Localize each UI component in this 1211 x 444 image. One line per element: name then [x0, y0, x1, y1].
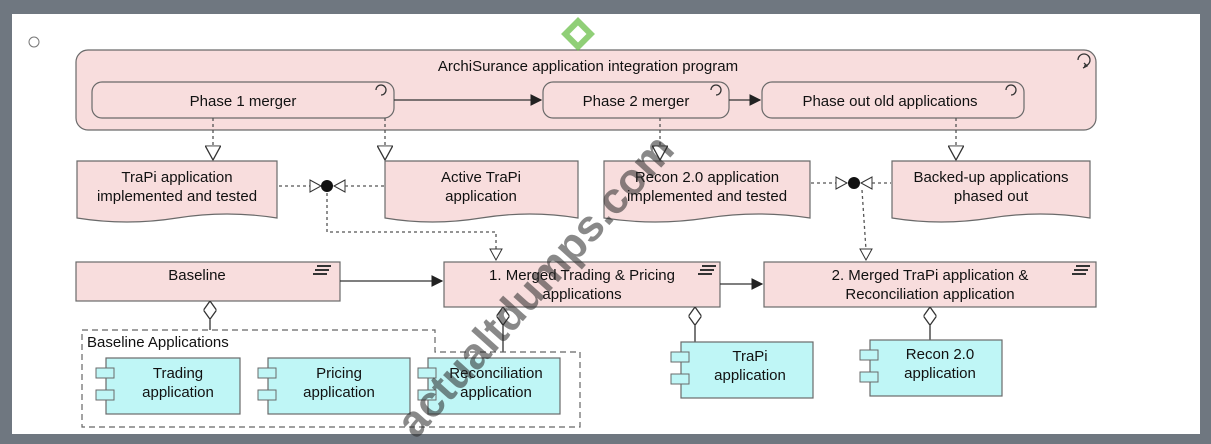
- component-icon: [417, 367, 437, 379]
- plateau-label: 2. Merged TraPi application &: [832, 267, 1029, 284]
- and-junction-2: [811, 176, 891, 262]
- program-title: ArchiSurance application integration pro…: [438, 58, 738, 75]
- app-recon: Recon 2.0 application: [859, 339, 1003, 397]
- plateau-label: Baseline: [168, 267, 226, 284]
- watermark-logo: [561, 17, 595, 51]
- phase1-label: Phase 1 merger: [190, 93, 297, 110]
- process-loop-icon: [1005, 84, 1017, 96]
- app-label: application: [303, 384, 375, 401]
- app-label: application: [714, 367, 786, 384]
- app-pricing: Pricing application: [257, 357, 411, 415]
- component-icon: [95, 367, 115, 379]
- plateau-icon: [313, 265, 331, 275]
- plateau-label: applications: [542, 286, 621, 303]
- deliverable-line: application: [445, 188, 517, 205]
- app-label: Recon 2.0: [906, 346, 974, 363]
- deliverable-active-trapi: Active TraPi application: [384, 160, 579, 223]
- phase3-box: Phase out old applications: [761, 81, 1025, 119]
- phase1-box: Phase 1 merger: [91, 81, 395, 119]
- process-loop-icon: [375, 84, 387, 96]
- window-circle-icon: [28, 36, 40, 48]
- baseline-applications-group: Baseline Applications: [81, 329, 581, 428]
- plateau-baseline: Baseline: [75, 261, 341, 302]
- deliverable-line: Active TraPi: [441, 169, 521, 186]
- component-icon: [670, 351, 690, 363]
- app-label: application: [142, 384, 214, 401]
- deliverable-backed-up-phased-out: Backed-up applications phased out: [891, 160, 1091, 223]
- deliverable-line: implemented and tested: [627, 188, 787, 205]
- deliverable-line: implemented and tested: [97, 188, 257, 205]
- app-reconciliation: Reconciliation application: [417, 357, 561, 415]
- app-label: application: [904, 365, 976, 382]
- deliverable-line: TraPi application: [121, 169, 232, 186]
- app-label: Pricing: [316, 365, 362, 382]
- plateau-label: 1. Merged Trading & Pricing: [489, 267, 675, 284]
- phase3-label: Phase out old applications: [802, 93, 977, 110]
- plateau-icon: [1072, 265, 1090, 275]
- app-trapi: TraPi application: [670, 341, 814, 399]
- plateau-merged-trading-pricing: 1. Merged Trading & Pricing applications: [443, 261, 721, 308]
- deliverable-line: Backed-up applications: [913, 169, 1068, 186]
- deliverable-line: Recon 2.0 application: [635, 169, 779, 186]
- app-label: Trading: [153, 365, 203, 382]
- phase2-box: Phase 2 merger: [542, 81, 730, 119]
- group-label: Baseline Applications: [87, 334, 229, 351]
- phase2-label: Phase 2 merger: [583, 93, 690, 110]
- deliverable-recon-implemented: Recon 2.0 application implemented and te…: [603, 160, 811, 223]
- component-icon: [257, 367, 277, 379]
- process-loop-icon: [1077, 53, 1091, 67]
- app-label: TraPi: [732, 348, 767, 365]
- app-trading: Trading application: [95, 357, 241, 415]
- component-icon: [859, 349, 879, 361]
- plateau-merged-trapi-reconciliation: 2. Merged TraPi application & Reconcilia…: [763, 261, 1097, 308]
- process-loop-icon: [710, 84, 722, 96]
- deliverable-line: phased out: [954, 188, 1029, 205]
- app-label: Reconciliation: [449, 365, 542, 382]
- app-label: application: [460, 384, 532, 401]
- plateau-icon: [698, 265, 716, 275]
- deliverable-trapi-implemented: TraPi application implemented and tested: [76, 160, 278, 223]
- and-junction-1: [279, 179, 503, 262]
- plateau-label: Reconciliation application: [845, 286, 1014, 303]
